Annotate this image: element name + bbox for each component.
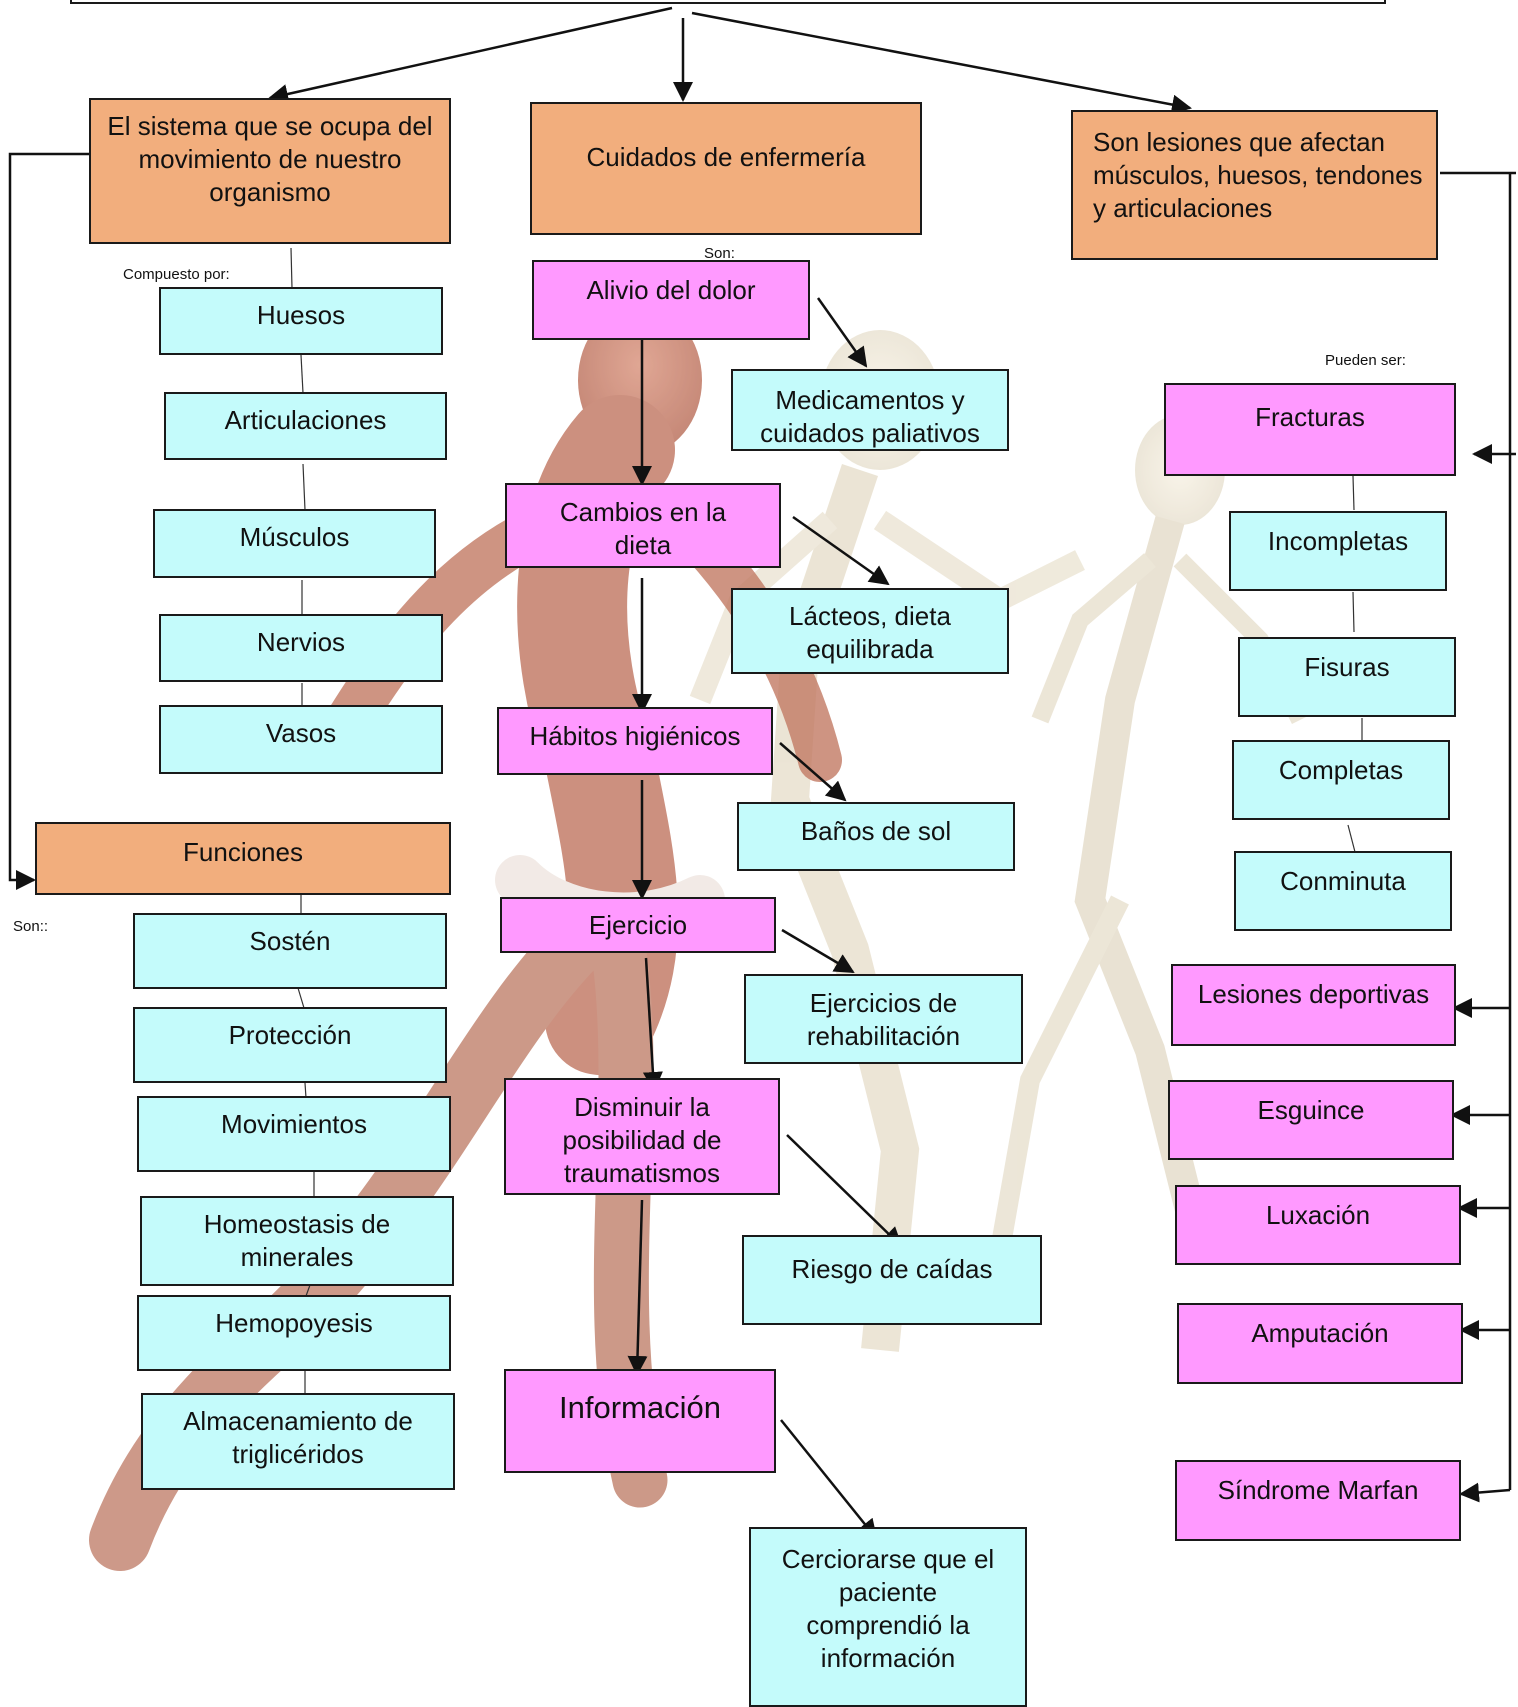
title-box (70, 0, 1386, 4)
component-vasos: Vasos (159, 705, 443, 774)
component-musculos: Músculos (153, 509, 436, 578)
header-sistema: El sistema que se ocupa del movimiento d… (89, 98, 451, 244)
funcion-proteccion: Protección (133, 1007, 447, 1083)
funcion-almacenamiento: Almacenamiento de triglicéridos (141, 1393, 455, 1490)
detalle-cerciorarse: Cerciorarse que el paciente comprendió l… (749, 1527, 1027, 1707)
lesion-fracturas: Fracturas (1164, 383, 1456, 476)
cuidado-disminuir-traumatismos: Disminuir la posibilidad de traumatismos (504, 1078, 780, 1195)
fractura-completas: Completas (1232, 740, 1450, 820)
lesion-sindrome-marfan: Síndrome Marfan (1175, 1460, 1461, 1541)
funcion-movimientos: Movimientos (137, 1096, 451, 1172)
fractura-fisuras: Fisuras (1238, 637, 1456, 717)
label-son-center: Son: (704, 245, 735, 262)
cuidado-ejercicio: Ejercicio (500, 897, 776, 953)
funcion-homeostasis: Homeostasis de minerales (140, 1196, 454, 1286)
cuidado-informacion: Información (504, 1369, 776, 1473)
cuidado-alivio-dolor: Alivio del dolor (532, 260, 810, 340)
header-lesiones: Son lesiones que afectan músculos, hueso… (1071, 110, 1438, 260)
header-cuidados: Cuidados de enfermería (530, 102, 922, 235)
detalle-lacteos: Lácteos, dieta equilibrada (731, 588, 1009, 674)
funcion-sosten: Sostén (133, 913, 447, 989)
cuidado-cambios-dieta: Cambios en la dieta (505, 483, 781, 568)
component-articulaciones: Articulaciones (164, 392, 447, 460)
lesion-luxacion: Luxación (1175, 1185, 1461, 1265)
detalle-medicamentos: Medicamentos y cuidados paliativos (731, 369, 1009, 451)
header-funciones: Funciones (35, 822, 451, 895)
label-pueden-ser: Pueden ser: (1325, 352, 1406, 369)
component-nervios: Nervios (159, 614, 443, 682)
lesion-amputacion: Amputación (1177, 1303, 1463, 1384)
component-huesos: Huesos (159, 287, 443, 355)
detalle-ejercicios-rehabilitacion: Ejercicios de rehabilitación (744, 974, 1023, 1064)
fractura-conminuta: Conminuta (1234, 851, 1452, 931)
lesion-esguince: Esguince (1168, 1080, 1454, 1160)
cuidado-habitos-higienicos: Hábitos higiénicos (497, 707, 773, 775)
label-compuesto-por: Compuesto por: (123, 266, 230, 283)
detalle-banos-sol: Baños de sol (737, 802, 1015, 871)
detalle-riesgo-caidas: Riesgo de caídas (742, 1235, 1042, 1325)
funcion-hemopoyesis: Hemopoyesis (137, 1295, 451, 1371)
label-son-left: Son:: (13, 918, 49, 935)
fractura-incompletas: Incompletas (1229, 511, 1447, 591)
lesion-deportivas: Lesiones deportivas (1171, 964, 1456, 1046)
